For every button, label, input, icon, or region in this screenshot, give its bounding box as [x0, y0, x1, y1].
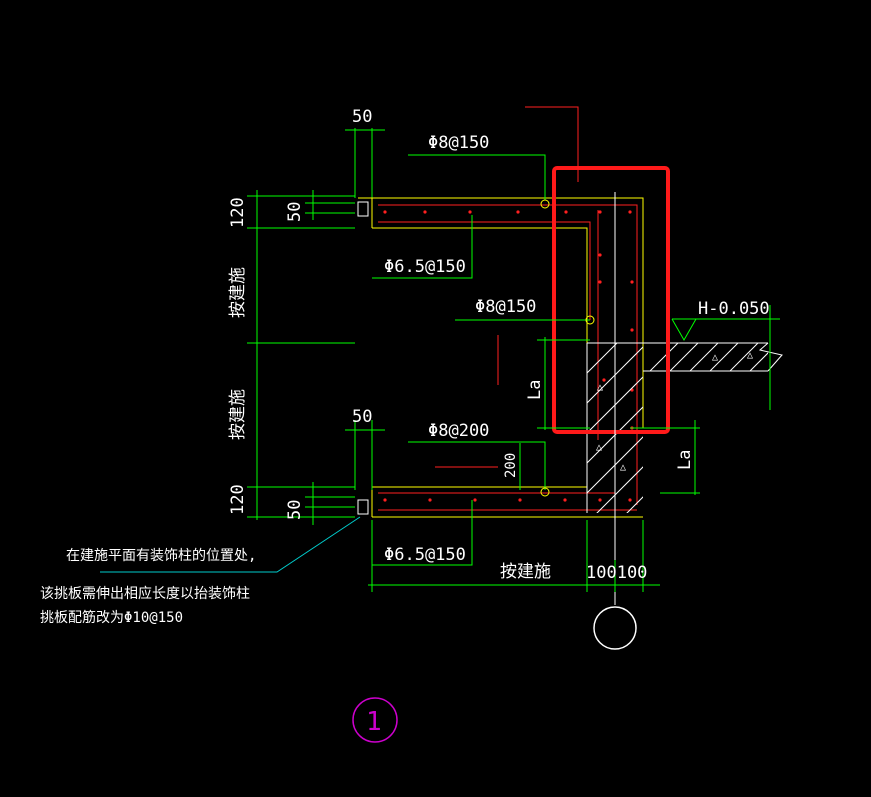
dim-la-left-label: La — [525, 380, 545, 400]
dim-bottom-span-label: 按建施 — [500, 562, 551, 582]
highlight-box — [552, 166, 670, 434]
dim-top-120-label: 120 — [228, 197, 248, 228]
svg-text:△: △ — [620, 462, 626, 473]
label-top-dist-rebar: Φ6.5@150 — [384, 257, 466, 277]
red-annotation-lines — [435, 106, 579, 468]
leader-bottom-main — [408, 441, 550, 497]
leader-column-main — [455, 315, 595, 325]
dim-bottom-50 — [345, 420, 385, 490]
rebar-dots — [383, 210, 634, 502]
detail-number: 1 — [366, 707, 382, 737]
svg-text:△: △ — [596, 442, 602, 453]
leader-bottom-dist — [372, 500, 473, 566]
dim-bottom-horizontal — [368, 520, 660, 592]
dim-mid-span-bottom-label: 按建施 — [228, 389, 248, 440]
dim-la-right-label: La — [675, 450, 695, 470]
dim-bottom-50-label: 50 — [352, 407, 372, 427]
label-column-main-rebar: Φ8@150 — [475, 297, 536, 317]
dim-top-50: 50 — [345, 107, 385, 198]
column-hatch: △ △ △ — [586, 342, 643, 513]
leader-top-dist — [372, 215, 473, 279]
top-slab-outline — [357, 197, 644, 428]
dim-la-left — [537, 337, 590, 430]
note-leader — [100, 516, 361, 573]
svg-text:△: △ — [712, 352, 718, 363]
dim-left-chain — [247, 190, 355, 525]
dim-bottom-120-label: 120 — [228, 484, 248, 515]
dim-mid-span-top-label: 按建施 — [228, 267, 248, 318]
dim-bottom-100100-label: 100100 — [586, 563, 647, 583]
svg-text:△: △ — [747, 350, 753, 361]
note-line-2: 该挑板需伸出相应长度以抬装饰柱 — [40, 585, 250, 602]
level-label: H-0.050 — [698, 299, 770, 319]
dim-200-label: 200 — [503, 453, 519, 478]
label-top-main-rebar: Φ8@150 — [428, 133, 489, 153]
dim-top-50-label: 50 — [352, 107, 372, 127]
label-bottom-main-rebar: Φ8@200 — [428, 421, 489, 441]
svg-text:△: △ — [597, 382, 603, 393]
dim-top-inner-50-label: 50 — [285, 202, 305, 222]
level-mark — [671, 305, 780, 410]
label-bottom-dist-rebar: Φ6.5@150 — [384, 545, 466, 565]
floor-slab-right: △ △ — [643, 342, 783, 372]
axis-bubble — [593, 606, 637, 650]
dim-bottom-inner-50-label: 50 — [285, 500, 305, 520]
note-line-1: 在建施平面有装饰柱的位置处, — [66, 548, 256, 564]
note-line-3: 挑板配筋改为Φ10@150 — [40, 609, 183, 626]
dim-la-right — [630, 420, 700, 495]
detail-number-circle — [352, 697, 398, 743]
leader-top-main — [408, 154, 550, 209]
